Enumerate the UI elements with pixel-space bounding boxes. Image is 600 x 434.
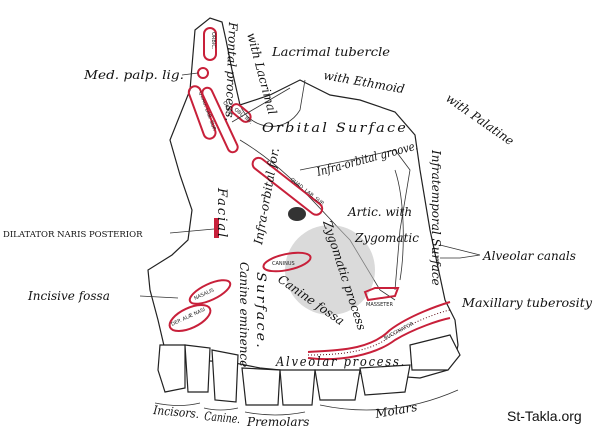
- muscle-quad-lab-sup-2: [251, 156, 324, 216]
- tooth-molar-3: [409, 334, 461, 371]
- label-infratemporal-surface: Infratemporal Surface: [429, 149, 443, 286]
- watermark: St-Takla.org: [507, 408, 582, 424]
- muscle-caninus: [262, 251, 312, 273]
- tooth-group-brackets: [154, 389, 459, 416]
- muscle-obl-inf: [230, 103, 252, 123]
- muscle-dep-alae-nasi: [168, 304, 212, 332]
- label-alveolar-canals: Alveolar canals: [482, 249, 576, 263]
- leader-dilatator: [169, 228, 215, 234]
- label-with-ethmoid: with Ethmoid: [322, 68, 405, 96]
- orbit-rim: [239, 79, 306, 127]
- muscle-label-orbic: ORBIC.: [210, 32, 216, 50]
- zygomatic-process-edge: [299, 149, 411, 291]
- muscle-quad-lab-sup: [187, 85, 217, 140]
- label-zygomatic: Zygomatic: [354, 231, 419, 245]
- muscle-masseter: [363, 287, 400, 302]
- canine-fossa-shading: [285, 225, 375, 315]
- label-incisive-fossa: Incisive fossa: [27, 289, 110, 303]
- label-lacrimal-tubercle: Lacrimal tubercle: [271, 45, 390, 59]
- teeth: [157, 334, 461, 406]
- label-alveolar-process: Alveolar process.: [275, 355, 406, 370]
- label-med-palp-lig: Med. palp. lig.: [83, 68, 184, 82]
- tooth-incisor-1: [157, 344, 186, 393]
- label-with-palatine: with Palatine: [443, 91, 516, 148]
- infra-orbital-foramen: [288, 207, 306, 221]
- label-premolars: Premolars: [246, 415, 309, 429]
- label-artic-with: Artic. with: [347, 205, 412, 219]
- muscle-buccinator: [307, 301, 451, 361]
- tooth-incisor-2: [184, 344, 211, 393]
- label-incisors: Incisors.: [152, 403, 200, 421]
- tooth-molar-2: [359, 364, 411, 396]
- leader-med-palp-lig: [181, 72, 199, 76]
- leader-lacrimal-tubercle: [231, 87, 291, 123]
- dilatator-attachment: [214, 218, 219, 238]
- label-orbital-surface: Orbital Surface: [262, 121, 408, 136]
- buccinator-dots: [307, 309, 451, 356]
- label-facial: Facial: [214, 187, 229, 239]
- leader-incisive-fossa: [139, 295, 179, 299]
- leader-alveolar-canals: [439, 244, 481, 259]
- label-canine-eminence: Canine eminence: [237, 262, 251, 367]
- muscle-label-masseter: MASSETER: [366, 302, 393, 308]
- articular-surface-shading: [394, 169, 404, 281]
- muscle-nasalis: [188, 279, 232, 305]
- muscle-label-caninus: CANINUS: [272, 261, 295, 267]
- tooth-molar-1: [314, 369, 361, 401]
- tooth-premolar-1: [241, 367, 281, 406]
- label-frontal-process: Frontal process.: [223, 21, 240, 122]
- tooth-canine: [211, 349, 239, 403]
- label-dilatator-naris-posterior: DILATATOR NARIS POSTERIOR: [3, 230, 143, 240]
- label-canine: Canine.: [204, 409, 241, 426]
- label-surface: Surface.: [253, 272, 268, 350]
- label-molars: Molars: [373, 400, 418, 421]
- muscle-orbic: [203, 27, 217, 61]
- tooth-premolar-2: [279, 369, 316, 406]
- muscle-orbic-2: [201, 86, 239, 154]
- label-maxillary-tuberosity: Maxillary tuberosity: [461, 296, 592, 310]
